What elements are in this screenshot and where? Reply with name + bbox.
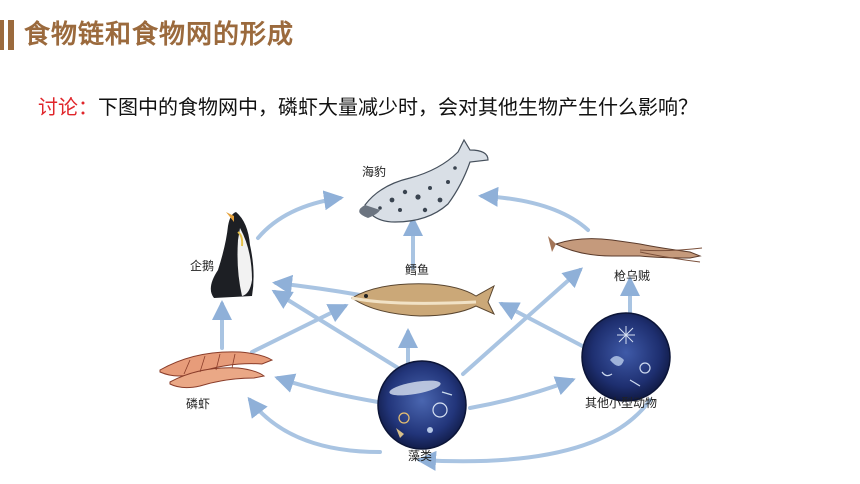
discussion-question: 讨论：下图中的食物网中，磷虾大量减少时，会对其他生物产生什么影响？ xyxy=(38,93,698,121)
arrow-penguin-to-seal xyxy=(256,190,344,240)
title-accent-bar-thick xyxy=(8,20,14,50)
arrow-algae-to-small-animals xyxy=(468,376,576,410)
arrow-algae-to-krill xyxy=(274,373,380,404)
seal xyxy=(359,138,489,223)
arrow-squid-to-seal xyxy=(478,186,590,232)
energy-flow-arrows xyxy=(212,186,652,471)
arrow-small-animals-to-krill-bottom xyxy=(416,398,652,471)
title-accent-bar xyxy=(0,20,4,50)
algae xyxy=(377,360,467,450)
cod-label: 鳕鱼 xyxy=(405,263,429,277)
small-animals xyxy=(581,312,671,402)
slide-title: 食物链和食物网的形成 xyxy=(24,20,295,50)
question-label: 讨论： xyxy=(38,95,98,119)
arrow-algae-to-krill-bottom xyxy=(247,396,382,454)
penguin-label: 企鹅 xyxy=(190,258,214,273)
question-text: 下图中的食物网中，磷虾大量减少时，会对其他生物产生什么影响？ xyxy=(98,95,698,119)
krill xyxy=(159,351,274,389)
arrow-small-animals-to-cod xyxy=(498,302,592,352)
arrow-krill-to-cod xyxy=(250,304,349,354)
small-animals-label: 其他小型动物 xyxy=(585,396,657,410)
squid-label: 枪乌贼 xyxy=(614,268,650,283)
arrow-algae-to-penguin-seal-path xyxy=(271,289,400,370)
squid xyxy=(548,236,703,263)
algae-label: 藻类 xyxy=(408,449,432,463)
penguin xyxy=(210,212,254,298)
seal-label: 海豹 xyxy=(362,164,386,179)
title-bar: 食物链和食物网的形成 xyxy=(0,18,860,52)
arrow-algae-to-squid xyxy=(461,267,583,376)
arrow-cod-to-penguin xyxy=(272,274,362,297)
krill-label: 磷虾 xyxy=(186,396,210,411)
cod xyxy=(351,283,496,317)
